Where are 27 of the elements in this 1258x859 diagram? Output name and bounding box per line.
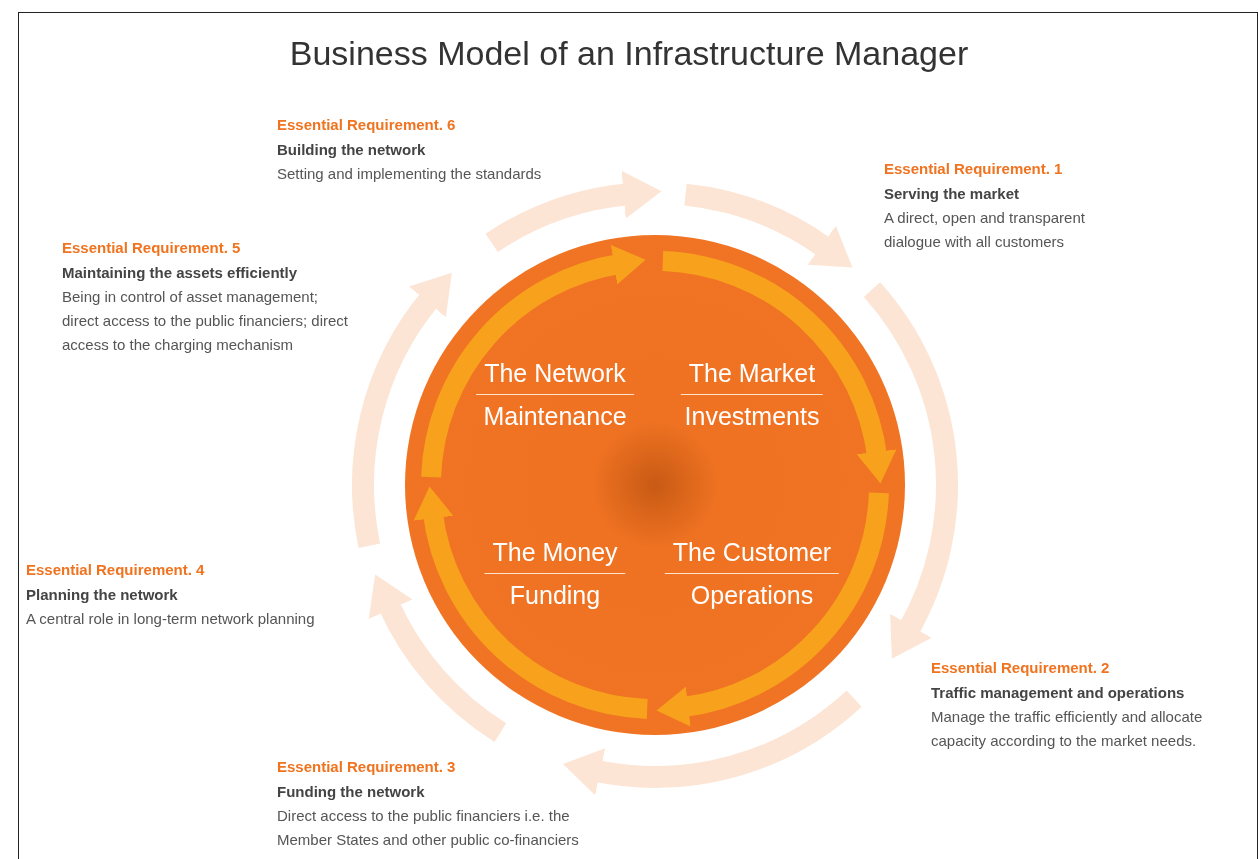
requirement-title: Traffic management and operations: [931, 683, 1186, 703]
requirement-title: Serving the market: [884, 184, 1021, 204]
requirement-title: Maintaining the assets efficiently: [62, 263, 299, 283]
quadrant-label: The Money: [484, 531, 626, 574]
quadrant-label: Funding: [509, 580, 601, 611]
quadrant-label: The Customer: [664, 531, 840, 574]
requirement-heading: Essential Requirement. 1: [884, 159, 1064, 179]
requirement-description: Being in control of asset management; direct access to the public financiers; direct access to the charging mechanism: [62, 287, 349, 355]
requirement-description: A central role in long-term network planning: [26, 609, 315, 629]
quadrant-label: Operations: [690, 580, 814, 611]
quadrant-label: The Network: [476, 352, 634, 395]
requirement-description: Direct access to the public financiers i.e. the Member States and other public co-financiers: [277, 806, 580, 850]
requirement-heading: Essential Requirement. 5: [62, 238, 242, 258]
quadrant-label: The Market: [680, 352, 824, 395]
diagram-title: Business Model of an Infrastructure Manager: [288, 34, 970, 73]
requirement-title: Building the network: [277, 140, 427, 160]
requirement-heading: Essential Requirement. 2: [931, 658, 1111, 678]
requirement-heading: Essential Requirement. 6: [277, 115, 457, 135]
requirement-heading: Essential Requirement. 4: [26, 560, 206, 580]
requirement-description: A direct, open and transparent dialogue with all customers: [884, 208, 1086, 252]
requirement-description: Setting and implementing the standards: [277, 164, 542, 184]
requirement-title: Funding the network: [277, 782, 426, 802]
requirement-heading: Essential Requirement. 3: [277, 757, 457, 777]
quadrant-label: Maintenance: [483, 401, 627, 432]
quadrant-label: Investments: [684, 401, 820, 432]
requirement-description: Manage the traffic efficiently and allocate capacity according to the market needs.: [931, 707, 1204, 751]
requirement-title: Planning the network: [26, 585, 179, 605]
